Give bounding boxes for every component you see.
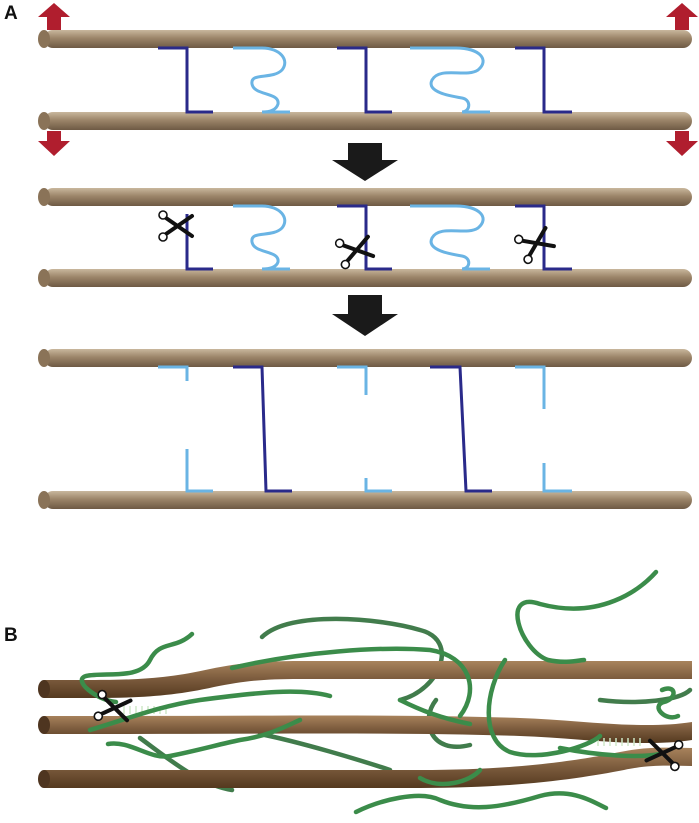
panel-a-label: A	[4, 3, 18, 24]
scissors-icon-2	[332, 229, 377, 272]
stage2-bottom-rod	[38, 269, 692, 287]
force-arrow-bottom-left-icon	[38, 131, 70, 156]
step-arrow-2-icon	[332, 295, 398, 336]
scissors-icon-3	[511, 221, 559, 267]
coiled-crosslink-3	[233, 204, 290, 271]
step-arrow-1-icon	[332, 143, 398, 181]
stage2-top-rod	[38, 188, 692, 206]
broken-crosslink-1-top	[158, 365, 189, 381]
force-arrow-bottom-right-icon	[666, 131, 698, 156]
coiled-crosslink-1	[233, 46, 290, 114]
crosslink-2	[337, 46, 392, 114]
crosslink-3	[515, 46, 572, 114]
bundle-rod-top	[38, 661, 692, 698]
crosslink-1	[158, 46, 213, 114]
panel-b-label: B	[4, 625, 18, 646]
broken-crosslink-3-top	[515, 365, 546, 409]
broken-crosslink-1-bottom	[185, 449, 213, 493]
stage3-bottom-rod	[38, 491, 692, 509]
crosslink-stitches-right	[597, 738, 641, 746]
extended-crosslink-1	[233, 365, 292, 493]
bundle-rod-bottom	[38, 747, 692, 788]
crosslink-cut-1	[185, 214, 213, 271]
stage1-bottom-rod	[38, 112, 692, 130]
stage1-top-rod	[38, 30, 692, 48]
coiled-crosslink-2	[410, 46, 490, 114]
broken-crosslink-3-bottom	[542, 463, 572, 493]
stage3-top-rod	[38, 349, 692, 367]
broken-crosslink-2-top	[337, 365, 368, 395]
extended-crosslink-2	[430, 365, 492, 493]
force-arrow-top-right-icon	[666, 3, 698, 30]
crosslink-cut-3	[515, 204, 572, 271]
coiled-crosslink-4	[410, 204, 490, 271]
force-arrow-top-left-icon	[38, 3, 70, 30]
broken-crosslink-2-bottom	[364, 478, 392, 493]
bundle-rod-middle	[38, 715, 692, 744]
crosslink-cut-2	[337, 204, 392, 271]
